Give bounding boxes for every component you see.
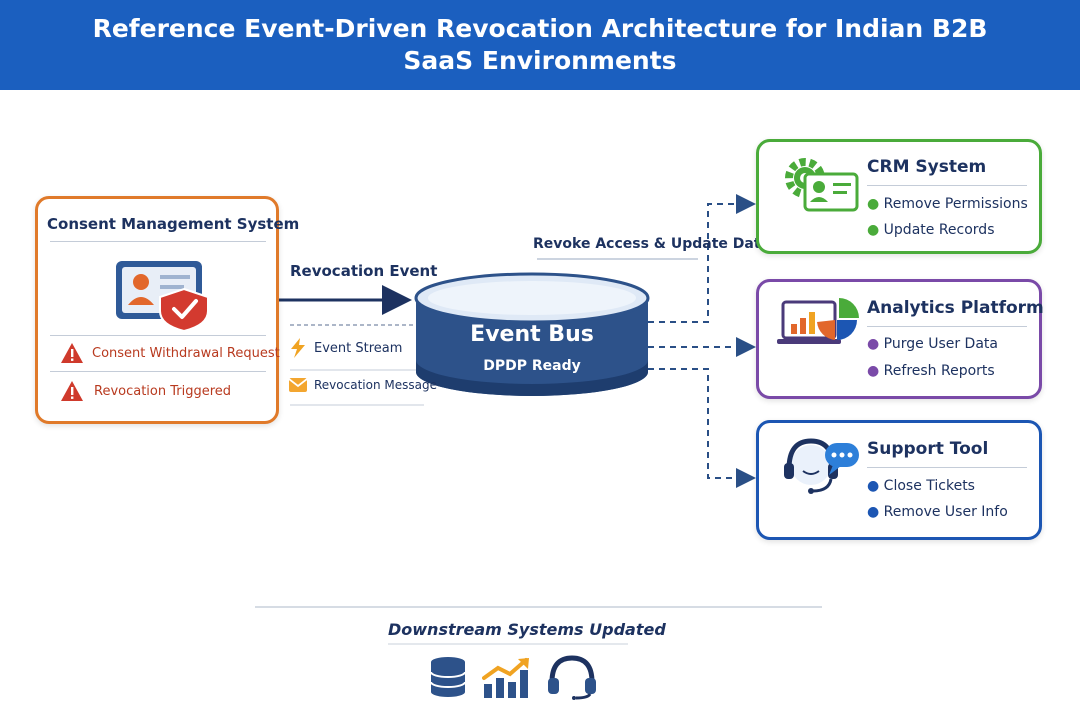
analytics-platform-box: Analytics Platform ● Purge User Data ● R…: [756, 279, 1044, 399]
analytics-title-divider: [867, 326, 1027, 327]
support-title-divider: [867, 467, 1027, 468]
consent-management-box: Consent Management System Consent Withdr…: [35, 196, 299, 424]
revocation-event-label: Revocation Event: [290, 262, 438, 280]
consent-item-label: Consent Withdrawal Request: [92, 345, 280, 361]
consent-items-divider-2: [50, 371, 266, 372]
title-bar: Reference Event-Driven Revocation Archit…: [0, 0, 1080, 90]
consent-items-divider: [50, 335, 266, 336]
warning-triangle-icon: [61, 381, 83, 401]
event-stream-label: Event Stream: [314, 340, 403, 356]
warning-triangle-icon: [61, 343, 83, 363]
analytics-item-purge: ● Purge User Data: [867, 336, 998, 352]
event-stream-row: Event Stream: [290, 338, 402, 358]
consent-item-withdrawal: Consent Withdrawal Request: [60, 342, 280, 364]
crm-title: CRM System: [867, 157, 987, 177]
profile-card-shield-icon: [116, 261, 209, 331]
gear-id-card-icon: [785, 158, 859, 212]
crm-title-divider: [867, 185, 1027, 186]
support-tool-box: Support Tool ● Close Tickets ● Remove Us…: [756, 420, 1042, 540]
consent-item-triggered: Revocation Triggered: [60, 380, 231, 402]
route-to-support: [648, 368, 756, 488]
analytics-item-refresh: ● Refresh Reports: [867, 363, 995, 379]
revocation-message-label: Revocation Message: [314, 378, 437, 392]
event-bus-cylinder: [414, 272, 650, 396]
downstream-updated-label: Downstream Systems Updated: [388, 620, 666, 639]
event-bus-title: Event Bus: [470, 322, 594, 347]
lightning-bolt-icon: [291, 338, 305, 358]
consent-system-title: Consent Management System: [47, 215, 300, 233]
growth-chart-icon: [482, 658, 529, 698]
crm-system-box: CRM System ● Remove Permissions ● Update…: [756, 139, 1042, 254]
support-item-close-tickets: ● Close Tickets: [867, 478, 975, 494]
support-title: Support Tool: [867, 439, 989, 459]
crm-item-remove-permissions: ● Remove Permissions: [867, 196, 1028, 212]
event-bus-subtitle: DPDP Ready: [483, 358, 581, 374]
laptop-chart-icon: [777, 298, 859, 344]
route-to-crm: [648, 194, 756, 323]
revocation-message-row: Revocation Message: [288, 377, 437, 393]
support-item-remove-user-info: ● Remove User Info: [867, 504, 1008, 520]
database-icon: [430, 657, 466, 697]
revoke-access-label: Revoke Access & Update Data: [533, 236, 771, 252]
analytics-title: Analytics Platform: [867, 298, 1044, 318]
page-title: Reference Event-Driven Revocation Archit…: [92, 13, 988, 76]
crm-item-update-records: ● Update Records: [867, 222, 995, 238]
consent-title-divider: [50, 241, 266, 242]
headphones-icon: [548, 655, 596, 700]
consent-item-label: Revocation Triggered: [94, 383, 232, 399]
headset-chat-icon: [784, 438, 859, 494]
envelope-icon: [288, 378, 308, 392]
